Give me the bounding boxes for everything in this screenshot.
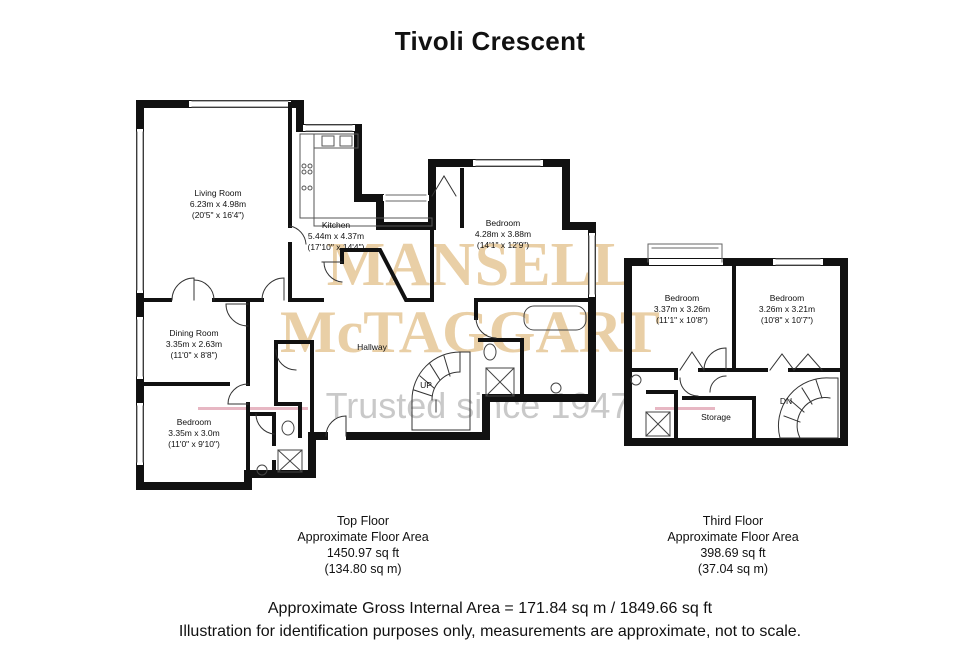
kitchen-metric: 5.44m x 4.37m	[308, 231, 364, 241]
third-floor-plan	[624, 243, 848, 446]
watermark-rule-left	[198, 407, 308, 410]
third-floor-area-label: Approximate Floor Area	[667, 530, 799, 544]
dining-room-name: Dining Room	[169, 328, 218, 338]
third-floor-caption: Third Floor Approximate Floor Area 398.6…	[633, 513, 833, 577]
bedroom-4-imperial: (10'8" x 10'7")	[761, 315, 813, 325]
hallway-name: Hallway	[357, 342, 388, 352]
top-floor-doors	[171, 175, 497, 437]
watermark-rule-right	[655, 407, 715, 410]
third-floor-sqm: (37.04 sq m)	[697, 562, 769, 576]
third-floor-fittings	[630, 374, 671, 437]
storage-name: Storage	[701, 412, 731, 422]
third-floor-window-panes	[647, 243, 821, 266]
bedroom-4-metric: 3.26m x 3.21m	[759, 304, 815, 314]
room-labels: Living Room 6.23m x 4.98m (20'5" x 16'4"…	[166, 188, 815, 449]
bedroom-2-name: Bedroom	[177, 417, 212, 427]
top-floor-sqm: (134.80 sq m)	[324, 562, 402, 576]
bedroom-3-imperial: (11'1" x 10'8")	[656, 315, 708, 325]
top-floor-sqft: 1450.97 sq ft	[326, 546, 400, 560]
living-room-imperial: (20'5" x 16'4")	[192, 210, 244, 220]
watermark-line1: MANSELL	[327, 231, 634, 299]
bedroom-3-name: Bedroom	[665, 293, 700, 303]
bedroom-3-metric: 3.37m x 3.26m	[654, 304, 710, 314]
bedroom-1-metric: 4.28m x 3.88m	[475, 229, 531, 239]
top-floor-spiral-stair	[411, 351, 471, 431]
top-floor-area-label: Approximate Floor Area	[297, 530, 429, 544]
gross-area-line: Approximate Gross Internal Area = 171.84…	[267, 600, 713, 617]
stair-up-label: UP	[420, 380, 432, 390]
bedroom-2-metric: 3.35m x 3.0m	[168, 428, 220, 438]
top-floor-window-panes	[136, 100, 596, 463]
bedroom-1-name: Bedroom	[486, 218, 521, 228]
kitchen-fittings	[299, 133, 433, 227]
living-room-name: Living Room	[194, 188, 241, 198]
top-floor-name: Top Floor	[336, 514, 390, 528]
bedroom-4-name: Bedroom	[770, 293, 805, 303]
kitchen-imperial: (17'10" x 14'4")	[307, 242, 364, 252]
living-room-metric: 6.23m x 4.98m	[190, 199, 246, 209]
dining-room-imperial: (11'0" x 8'8")	[171, 350, 218, 360]
plan-title: Tivoli Crescent	[394, 26, 586, 56]
bedroom-2-imperial: (11'0" x 9'10")	[168, 439, 220, 449]
third-floor-outer-walls	[624, 258, 848, 446]
kitchen-name: Kitchen	[322, 220, 351, 230]
third-floor-spiral-stair	[777, 377, 839, 439]
top-floor-caption: Top Floor Approximate Floor Area 1450.97…	[263, 513, 463, 577]
disclaimer-line: Illustration for identification purposes…	[178, 623, 802, 640]
third-floor-interior-walls	[626, 260, 846, 444]
third-floor-name: Third Floor	[702, 514, 764, 528]
watermark: MANSELL McTAGGART Trusted since 1947	[198, 231, 715, 426]
dining-room-metric: 3.35m x 2.63m	[166, 339, 222, 349]
stair-down-label: DN	[780, 396, 792, 406]
bedroom-1-imperial: (14'1" x 12'9")	[477, 240, 529, 250]
top-floor-windows	[137, 101, 595, 465]
top-floor-bathroom-fittings	[256, 305, 587, 476]
third-floor-doors	[679, 347, 823, 397]
top-floor-plan	[136, 100, 596, 490]
third-floor-sqft: 398.69 sq ft	[700, 546, 766, 560]
watermark-tagline: Trusted since 1947	[326, 385, 631, 426]
